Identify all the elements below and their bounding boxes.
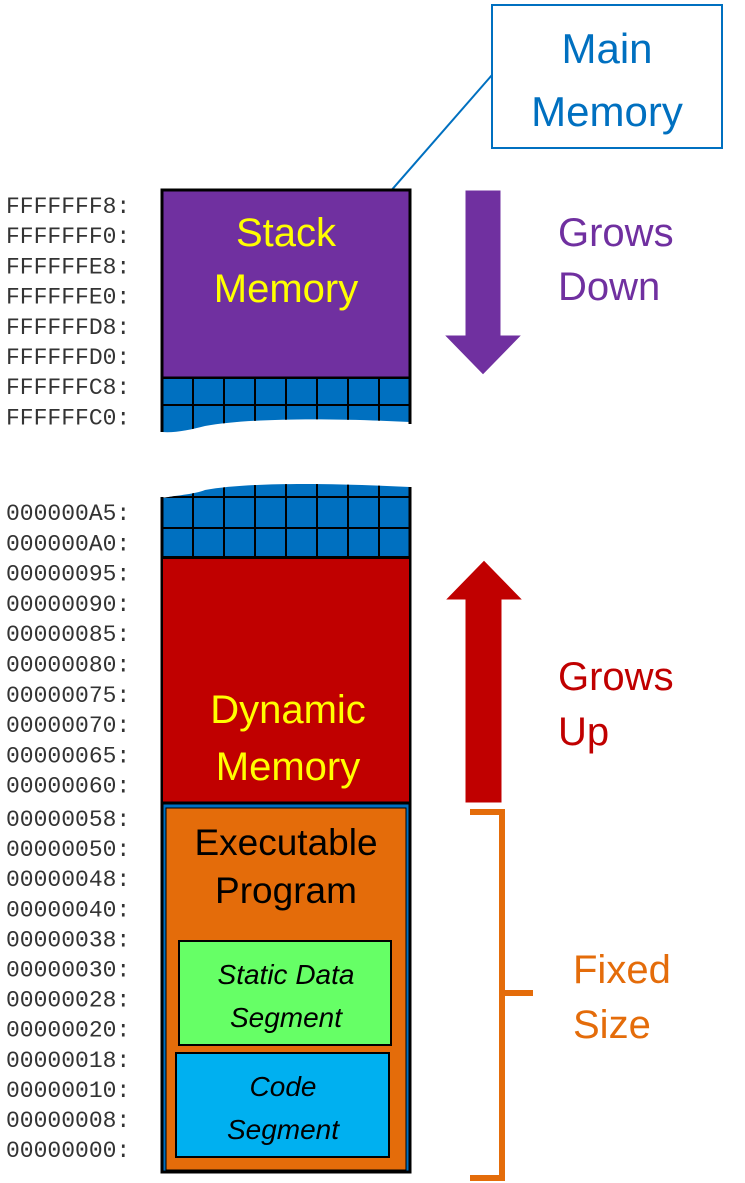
stack-address-label: FFFFFFE8:	[6, 254, 130, 280]
stack-address-label: FFFFFFD0:	[6, 345, 130, 371]
stack-address-label: FFFFFFC8:	[6, 375, 130, 401]
program-address-label: 00000018:	[6, 1048, 130, 1074]
main-memory-label-line2: Memory	[531, 88, 683, 135]
static-data-label-line1: Static Data	[218, 959, 355, 990]
stack-region	[160, 188, 412, 380]
stack-address-label: FFFFFFD8:	[6, 315, 130, 341]
heap-label-line1: Dynamic	[210, 688, 366, 732]
grows-up-label-line1: Grows	[558, 655, 674, 699]
static-data-segment	[178, 940, 392, 1046]
heap-address-label: 00000090:	[6, 592, 130, 618]
program-address-label: 00000058:	[6, 807, 130, 833]
heap-address-label: 00000075:	[6, 683, 130, 709]
stack-label-line2: Memory	[214, 267, 358, 311]
program-address-label: 00000038:	[6, 927, 130, 953]
stack-memory-block: Stack Memory	[160, 188, 412, 380]
code-label-line2: Segment	[227, 1114, 340, 1145]
program-address-label: 00000050:	[6, 837, 130, 863]
main-memory-callout-box	[491, 4, 723, 149]
fixed-size-label-line2: Size	[573, 1003, 651, 1047]
dynamic-memory-block: Dynamic Memory	[161, 557, 411, 804]
heap-address-label: 00000095:	[6, 562, 130, 588]
heap-region	[161, 557, 411, 804]
main-memory-label-line1: Main	[561, 25, 652, 72]
heap-address-label: 000000A0:	[6, 531, 130, 557]
executable-program-block: Executable Program Static Data Segment C…	[160, 801, 412, 1174]
program-address-label: 00000048:	[6, 867, 130, 893]
stack-address-label: FFFFFFC0:	[6, 405, 130, 431]
program-label-line1: Executable	[194, 822, 377, 863]
fixed-size-label-line1: Fixed	[573, 948, 671, 992]
program-address-label: 00000000:	[6, 1138, 130, 1164]
code-segment	[175, 1052, 390, 1158]
program-address-label: 00000010:	[6, 1078, 130, 1104]
program-address-label: 00000030:	[6, 958, 130, 984]
static-data-label-line2: Segment	[230, 1002, 343, 1033]
heap-address-label: 00000065:	[6, 743, 130, 769]
heap-address-labels: 000000A5: 000000A0: 00000095: 00000090: 0000…	[6, 501, 130, 800]
heap-free-grid	[162, 483, 410, 558]
stack-address-label: FFFFFFE0:	[6, 285, 130, 311]
stack-address-label: FFFFFFF0:	[6, 224, 130, 250]
grows-down-label-line2: Down	[558, 265, 660, 309]
stack-free-grid	[162, 378, 410, 433]
heap-label-line2: Memory	[216, 745, 360, 789]
program-address-labels: 00000058: 00000050: 00000048: 00000040: 0000…	[6, 807, 130, 1164]
grows-up-arrow	[443, 559, 525, 804]
program-address-label: 00000008:	[6, 1108, 130, 1134]
fixed-size-bracket	[470, 809, 533, 1181]
program-label-line2: Program	[215, 870, 357, 911]
stack-address-labels: FFFFFFF8: FFFFFFF0: FFFFFFE8: FFFFFFE0: FFFF…	[6, 194, 130, 431]
heap-address-label: 00000085:	[6, 622, 130, 648]
heap-address-label: 00000070:	[6, 713, 130, 739]
heap-address-label: 000000A5:	[6, 501, 130, 527]
program-address-label: 00000028:	[6, 988, 130, 1014]
grows-down-arrow	[442, 189, 524, 376]
grows-up-label-line2: Up	[558, 710, 609, 754]
code-label-line1: Code	[250, 1071, 317, 1102]
program-address-label: 00000020:	[6, 1018, 130, 1044]
program-address-label: 00000040:	[6, 897, 130, 923]
heap-address-label: 00000080:	[6, 653, 130, 679]
heap-address-label: 00000060:	[6, 774, 130, 800]
grows-down-label-line1: Grows	[558, 211, 674, 255]
stack-address-label: FFFFFFF8:	[6, 194, 130, 220]
stack-label-line1: Stack	[236, 211, 337, 255]
